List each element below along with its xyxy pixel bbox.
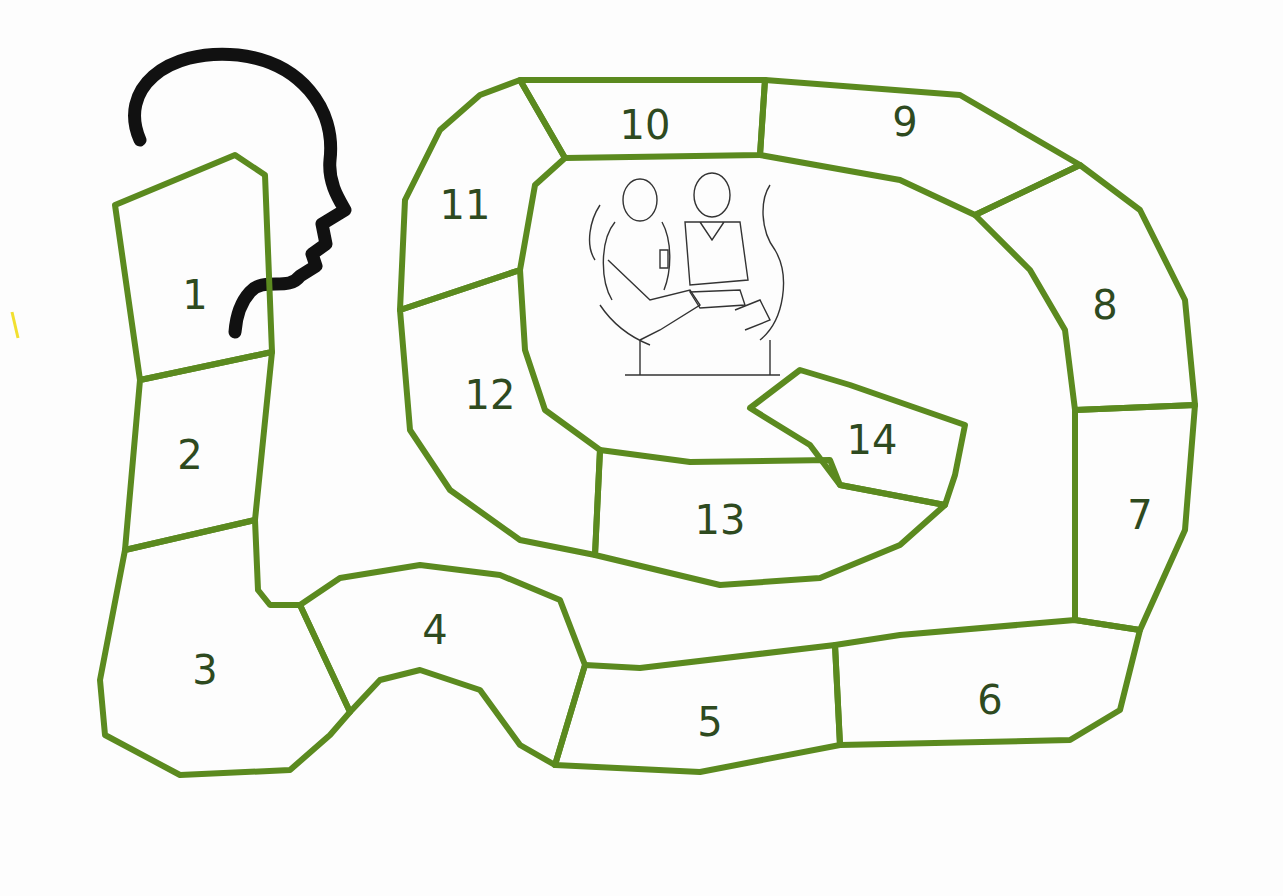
cell-border — [555, 645, 840, 772]
cell-border — [1075, 405, 1195, 630]
board-cell: 6 — [835, 620, 1140, 745]
cell-number: 14 — [847, 420, 898, 460]
cell-border — [760, 80, 1080, 215]
board-cell: 3 — [100, 520, 350, 775]
board-cell: 4 — [300, 565, 585, 765]
cell-outline — [100, 520, 350, 775]
board-cell: 1 — [115, 155, 272, 380]
cell-border — [115, 155, 272, 380]
board-cell: 11 — [400, 80, 565, 310]
cell-number: 10 — [620, 105, 671, 145]
cell-border — [595, 450, 945, 585]
cell-number: 11 — [440, 185, 491, 225]
cell-border — [300, 565, 585, 765]
cell-number: 1 — [182, 275, 207, 315]
cell-border — [400, 80, 565, 310]
cell-number: 6 — [977, 680, 1002, 720]
yellow-mark — [12, 312, 18, 338]
cell-number: 3 — [192, 650, 217, 690]
cell-outline — [300, 565, 585, 765]
cell-number: 5 — [697, 702, 722, 742]
board-cell: 12 — [400, 270, 600, 555]
cell-border — [400, 270, 600, 555]
cell-number: 7 — [1127, 495, 1152, 535]
cell-number: 4 — [422, 610, 447, 650]
cell-border — [835, 620, 1140, 745]
board-cell: 13 — [595, 450, 945, 585]
cell-number: 8 — [1092, 285, 1117, 325]
cell-outline — [115, 155, 272, 380]
cell-number: 2 — [177, 435, 202, 475]
cell-border — [100, 520, 350, 775]
board-cell: 9 — [760, 80, 1080, 215]
board-cell: 14 — [750, 370, 965, 505]
cell-outline — [595, 450, 945, 585]
cell-number: 9 — [892, 102, 917, 142]
people-sketch — [590, 173, 784, 375]
board-cell: 7 — [1075, 405, 1195, 630]
cell-number: 12 — [465, 375, 516, 415]
head-silhouette — [135, 54, 345, 332]
board-cell: 5 — [555, 645, 840, 772]
cell-border — [750, 370, 965, 505]
cell-outline — [760, 80, 1080, 215]
cell-number: 13 — [695, 500, 746, 540]
